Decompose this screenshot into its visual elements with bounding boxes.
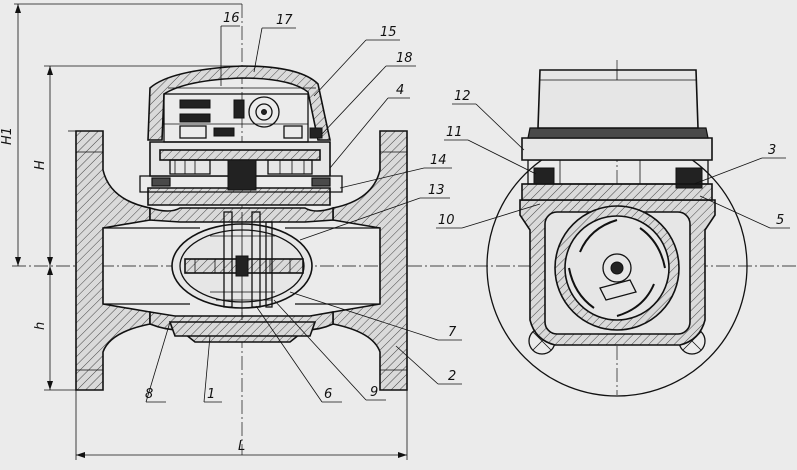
callout-2: 2 (448, 369, 456, 384)
callout-10: 10 (438, 213, 455, 228)
leader-8 (145, 321, 171, 403)
leader-4 (329, 97, 389, 169)
end-callout-leaders (436, 103, 790, 229)
callout-8: 8 (145, 387, 153, 402)
end-register-band (527, 127, 709, 139)
callout-16: 16 (223, 11, 240, 26)
callout-6: 6 (324, 387, 332, 402)
rotor-hub (610, 261, 624, 275)
counter-wheel-2 (283, 125, 303, 139)
leader-18 (321, 65, 387, 135)
adapter-ring (147, 187, 331, 206)
bottom-cover (168, 321, 317, 337)
l-arrow-left (76, 452, 85, 458)
leader-11 (467, 139, 537, 175)
gear-block-left (169, 159, 211, 175)
register-body (163, 93, 309, 143)
callout-14: 14 (430, 153, 447, 168)
callout-13: 13 (428, 183, 445, 198)
dial-center (261, 109, 267, 115)
callout-9: 9 (370, 385, 378, 400)
leader-17 (253, 27, 263, 73)
callout-18: 18 (396, 51, 413, 66)
gear-block-right (267, 159, 313, 175)
l-arrow-right (398, 452, 407, 458)
magnetic-coupling (227, 159, 257, 191)
h1-arrow-bottom (15, 257, 21, 266)
hl-arrow-bottom (47, 381, 53, 390)
leader-10 (461, 203, 541, 229)
callout-5: 5 (776, 213, 784, 228)
mechanism-plate (159, 149, 321, 161)
leader-5 (699, 195, 771, 229)
callout-4: 4 (396, 83, 404, 98)
strut-left (223, 211, 233, 308)
counter-block-1 (179, 99, 211, 109)
leader-7 (289, 291, 439, 341)
callout-numbers: 16 17 15 18 4 14 13 7 2 9 6 1 8 12 11 10… (145, 11, 784, 402)
counter-wheel-1 (179, 125, 207, 139)
h1-arrow-top (15, 4, 21, 13)
right-flange (332, 130, 408, 391)
callout-leaders (145, 25, 462, 403)
dial-inner (255, 103, 273, 121)
housing-upper-wall (149, 206, 334, 223)
rotor-vanes (568, 219, 666, 317)
leader-14 (339, 167, 425, 189)
counter-block-2 (179, 113, 211, 123)
leader-13 (299, 197, 421, 241)
callout-7: 7 (448, 325, 457, 340)
h-arrow-bottom (47, 257, 53, 266)
dial-ring (248, 96, 280, 128)
section-view: H1 H h L (0, 3, 797, 460)
leader-15 (313, 39, 367, 97)
counter-block-3 (213, 127, 235, 137)
callout-12: 12 (454, 89, 471, 104)
callout-1: 1 (207, 387, 215, 402)
dim-h-lower-label: h (33, 322, 48, 330)
hl-arrow-top (47, 266, 53, 275)
dim-h-label: H (33, 160, 48, 170)
end-register-head (537, 69, 699, 129)
callout-17: 17 (276, 13, 293, 28)
seal-ring-left (151, 177, 171, 187)
register-cap (147, 65, 331, 141)
seal-screw (309, 127, 323, 139)
h-arrow-top (47, 66, 53, 75)
leader-1 (203, 335, 211, 403)
end-view (436, 60, 790, 397)
end-seal-left (533, 167, 555, 185)
rotor-hub-outer (602, 253, 632, 283)
leader-6 (255, 305, 323, 403)
dim-h1-label: H1 (0, 127, 15, 145)
rotor-slot (599, 279, 637, 301)
end-register-base (521, 137, 713, 161)
leader-2 (395, 345, 439, 385)
end-seal-right (675, 167, 703, 189)
strut-far-right (265, 221, 273, 308)
counter-block-4 (233, 99, 245, 119)
strut-right (251, 211, 261, 308)
left-flange (75, 130, 151, 391)
leader-12 (475, 103, 525, 151)
callout-11: 11 (446, 125, 463, 140)
seal-ring-right (311, 177, 331, 187)
leader-9 (273, 299, 367, 401)
dim-l-label: L (238, 439, 245, 454)
callout-15: 15 (380, 25, 397, 40)
callout-3: 3 (768, 143, 776, 158)
leader-3 (693, 157, 763, 185)
impeller-hub (235, 255, 249, 277)
